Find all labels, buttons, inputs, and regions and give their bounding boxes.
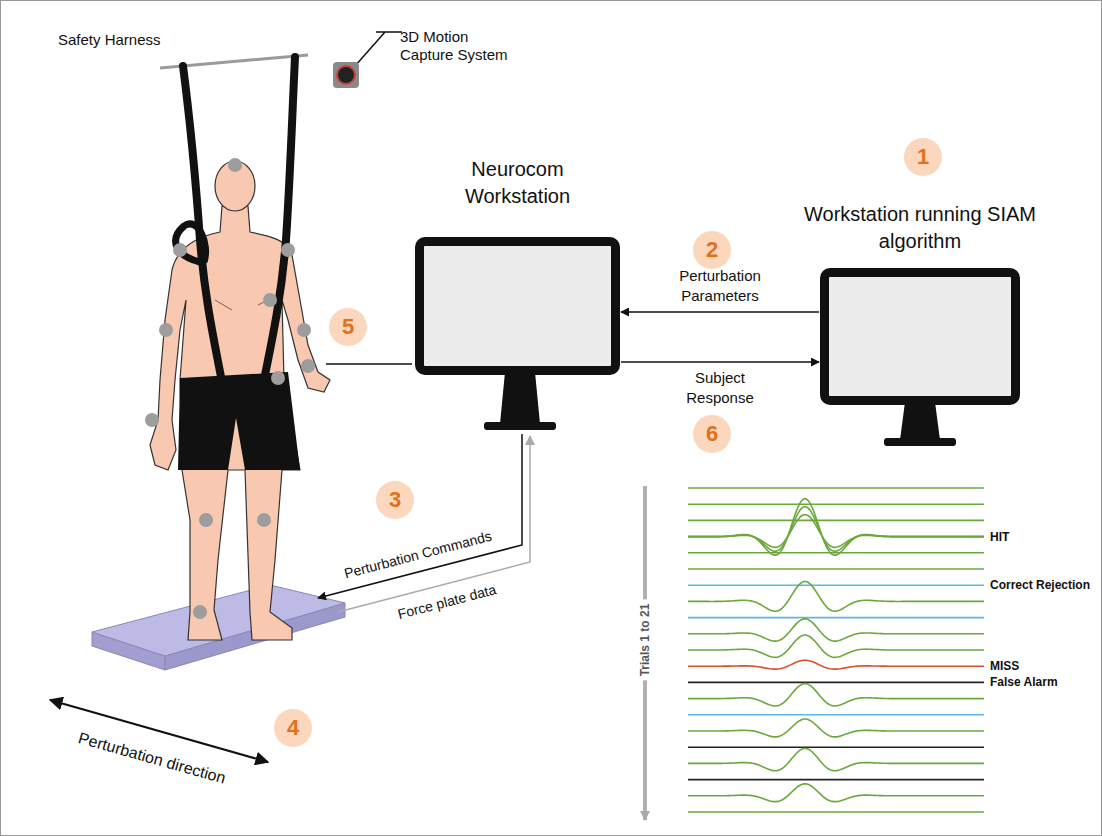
annotation-label: MISS xyxy=(990,659,1019,673)
marker xyxy=(297,323,311,337)
marker xyxy=(228,158,242,172)
annotation-label: HIT xyxy=(990,529,1009,543)
workstation-monitor: Workstation running SIAM algorithm xyxy=(820,268,1020,405)
trial-trace xyxy=(688,746,984,748)
trial-trace xyxy=(688,520,984,522)
annotation-label: Perturbation Commands xyxy=(342,528,493,583)
monitor-stand xyxy=(500,372,540,424)
trial-trace xyxy=(688,568,984,570)
marker xyxy=(145,413,159,427)
marker xyxy=(193,605,207,619)
shorts xyxy=(178,372,300,470)
monitor-stand xyxy=(900,402,940,440)
annotation-label: 3D Motion Capture System xyxy=(400,28,512,64)
annotation-label: Correct Rejection xyxy=(990,578,1090,592)
trial-trace xyxy=(688,779,984,781)
plate-top xyxy=(92,585,345,656)
data-flow-arrow xyxy=(621,311,819,313)
edge-label: Subject Response xyxy=(660,368,780,408)
annotation-label: Trials 1 to 21 xyxy=(636,600,654,681)
command-arrow xyxy=(318,434,522,598)
trial-trace xyxy=(688,635,984,657)
trial-trace xyxy=(688,660,984,669)
monitor-title: Neurocom Workstation xyxy=(443,156,593,210)
trial-trace xyxy=(688,617,984,619)
trial-trace xyxy=(688,499,984,555)
force-data-arrow xyxy=(338,436,530,612)
annotation-label: Perturbation direction xyxy=(76,728,228,788)
trial-trace xyxy=(688,682,984,684)
marker xyxy=(271,371,285,385)
callout-number: 5 xyxy=(329,308,367,346)
callout-number: 3 xyxy=(376,481,414,519)
trial-trace xyxy=(688,503,984,505)
marker xyxy=(257,513,271,527)
callout-number: 6 xyxy=(693,415,731,453)
edge-label: Perturbation Parameters xyxy=(660,266,780,306)
trial-trace xyxy=(688,811,984,813)
camera-lens xyxy=(337,66,355,84)
body xyxy=(150,206,330,640)
trial-trace xyxy=(688,619,984,641)
camera-mount xyxy=(355,32,402,66)
marker xyxy=(263,293,277,307)
trial-trace xyxy=(688,507,984,552)
trial-trace xyxy=(688,487,984,489)
trial-trace xyxy=(688,584,984,586)
data-flow-arrow xyxy=(621,361,819,363)
marker xyxy=(159,323,173,337)
monitor-base xyxy=(484,422,556,430)
motion-markers xyxy=(145,158,315,619)
trial-trace xyxy=(688,748,984,770)
safety-harness xyxy=(160,55,308,392)
trial-trace xyxy=(688,719,984,737)
annotation-label: False Alarm xyxy=(990,675,1058,689)
subject-figure xyxy=(150,161,330,640)
camera-body xyxy=(333,62,359,88)
marker xyxy=(199,513,213,527)
annotation-label: Force plate data xyxy=(396,581,498,623)
marker xyxy=(173,243,187,257)
marker xyxy=(301,359,315,373)
marker xyxy=(281,243,295,257)
monitor-title: Workstation running SIAM algorithm xyxy=(800,201,1040,255)
trial-trace xyxy=(688,714,984,716)
callout-number: 1 xyxy=(904,138,942,176)
callout-number: 4 xyxy=(274,709,312,747)
trial-trace xyxy=(688,581,984,611)
trial-trace xyxy=(688,684,984,706)
annotation-label: Safety Harness xyxy=(58,31,161,49)
callout-number: 2 xyxy=(693,231,731,269)
workstation-monitor: Neurocom Workstation xyxy=(415,237,620,375)
subject-link-line xyxy=(326,363,412,365)
trial-trace xyxy=(688,784,984,802)
monitor-base xyxy=(884,438,956,446)
trial-traces xyxy=(688,488,984,812)
trial-trace xyxy=(688,515,984,548)
harness-strap xyxy=(264,57,295,380)
motion-capture-camera xyxy=(333,32,402,88)
harness-belt xyxy=(204,380,280,392)
trial-trace xyxy=(688,552,984,554)
